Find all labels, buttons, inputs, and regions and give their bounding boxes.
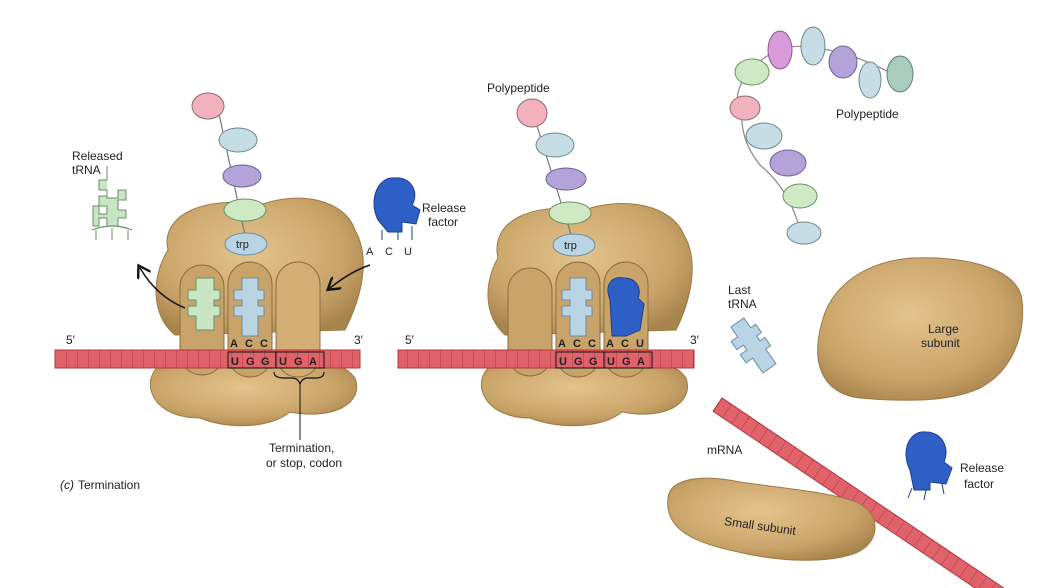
middle-panel: trp Polypeptide 5′ 3′ A C C A C U U G G … bbox=[397, 81, 700, 427]
three-prime-mid: 3′ bbox=[690, 333, 700, 347]
polypeptide-label-right: Polypeptide bbox=[836, 107, 899, 121]
caption-text: Termination bbox=[78, 478, 140, 492]
small-subunit bbox=[667, 477, 876, 561]
last-trna bbox=[730, 317, 777, 374]
left-codon-1: G bbox=[246, 356, 255, 368]
mid-codon-0: U bbox=[559, 356, 567, 368]
mid-codon-3: U bbox=[607, 356, 615, 368]
released-trna: Released tRNA bbox=[72, 149, 133, 240]
caption-letter: (c) bbox=[60, 478, 74, 492]
rf-anticodon-2: U bbox=[404, 246, 412, 258]
released-trna-label: Released bbox=[72, 149, 123, 163]
last-trna-label: Last bbox=[728, 283, 751, 297]
three-prime-left: 3′ bbox=[354, 333, 364, 347]
mid-anticodon-5: U bbox=[636, 338, 644, 350]
mid-codon-4: G bbox=[622, 356, 631, 368]
release-factor-right-label: Release bbox=[960, 461, 1004, 475]
left-codon-5: A bbox=[309, 356, 317, 368]
release-factor-bound bbox=[607, 277, 645, 337]
mid-anticodon-1: C bbox=[573, 338, 581, 350]
left-anticodon-0: A bbox=[230, 338, 238, 350]
mid-codon-2: G bbox=[589, 356, 598, 368]
termination-label-2: or stop, codon bbox=[266, 456, 342, 470]
release-factor-right: Release factor bbox=[905, 431, 1004, 501]
mid-codon-5: A bbox=[637, 356, 645, 368]
mid-codon-1: G bbox=[574, 356, 583, 368]
left-codon-4: G bbox=[294, 356, 303, 368]
left-codon-3: U bbox=[279, 356, 287, 368]
left-panel: Released tRNA trp bbox=[54, 92, 466, 492]
release-factor-left: Release factor A C U bbox=[366, 177, 466, 258]
release-factor-right-label-2: factor bbox=[964, 477, 994, 491]
five-prime-mid: 5′ bbox=[405, 333, 415, 347]
rf-anticodon-1: C bbox=[385, 246, 393, 258]
released-trna-label-2: tRNA bbox=[72, 163, 101, 177]
left-codon-2: G bbox=[261, 356, 270, 368]
large-subunit bbox=[817, 257, 1024, 401]
mid-ribosome-small bbox=[481, 361, 688, 427]
termination-label: Termination, bbox=[269, 441, 334, 455]
last-trna-label-2: tRNA bbox=[728, 297, 757, 311]
rf-anticodon-0: A bbox=[366, 246, 374, 258]
mid-anticodon-4: C bbox=[621, 338, 629, 350]
left-codon-0: U bbox=[231, 356, 239, 368]
polypeptide-label-mid: Polypeptide bbox=[487, 81, 550, 95]
trp-label-left: trp bbox=[236, 239, 249, 251]
left-anticodon-2: C bbox=[260, 338, 268, 350]
mrna-label: mRNA bbox=[707, 443, 742, 457]
release-factor-label-2: factor bbox=[428, 215, 458, 229]
mid-anticodon-3: A bbox=[606, 338, 614, 350]
trp-label-mid: trp bbox=[564, 240, 577, 252]
left-anticodon-1: C bbox=[245, 338, 253, 350]
exiting-trna bbox=[187, 277, 221, 331]
right-panel: Polypeptide Last tRNA Large subunit mRNA… bbox=[667, 26, 1024, 588]
release-factor-label: Release bbox=[422, 201, 466, 215]
large-subunit-label: Large bbox=[928, 322, 959, 336]
large-subunit-label-2: subunit bbox=[921, 336, 960, 350]
p-site-trna bbox=[233, 277, 265, 337]
mid-anticodon-0: A bbox=[558, 338, 566, 350]
mid-anticodon-2: C bbox=[588, 338, 596, 350]
five-prime-left: 5′ bbox=[66, 333, 76, 347]
